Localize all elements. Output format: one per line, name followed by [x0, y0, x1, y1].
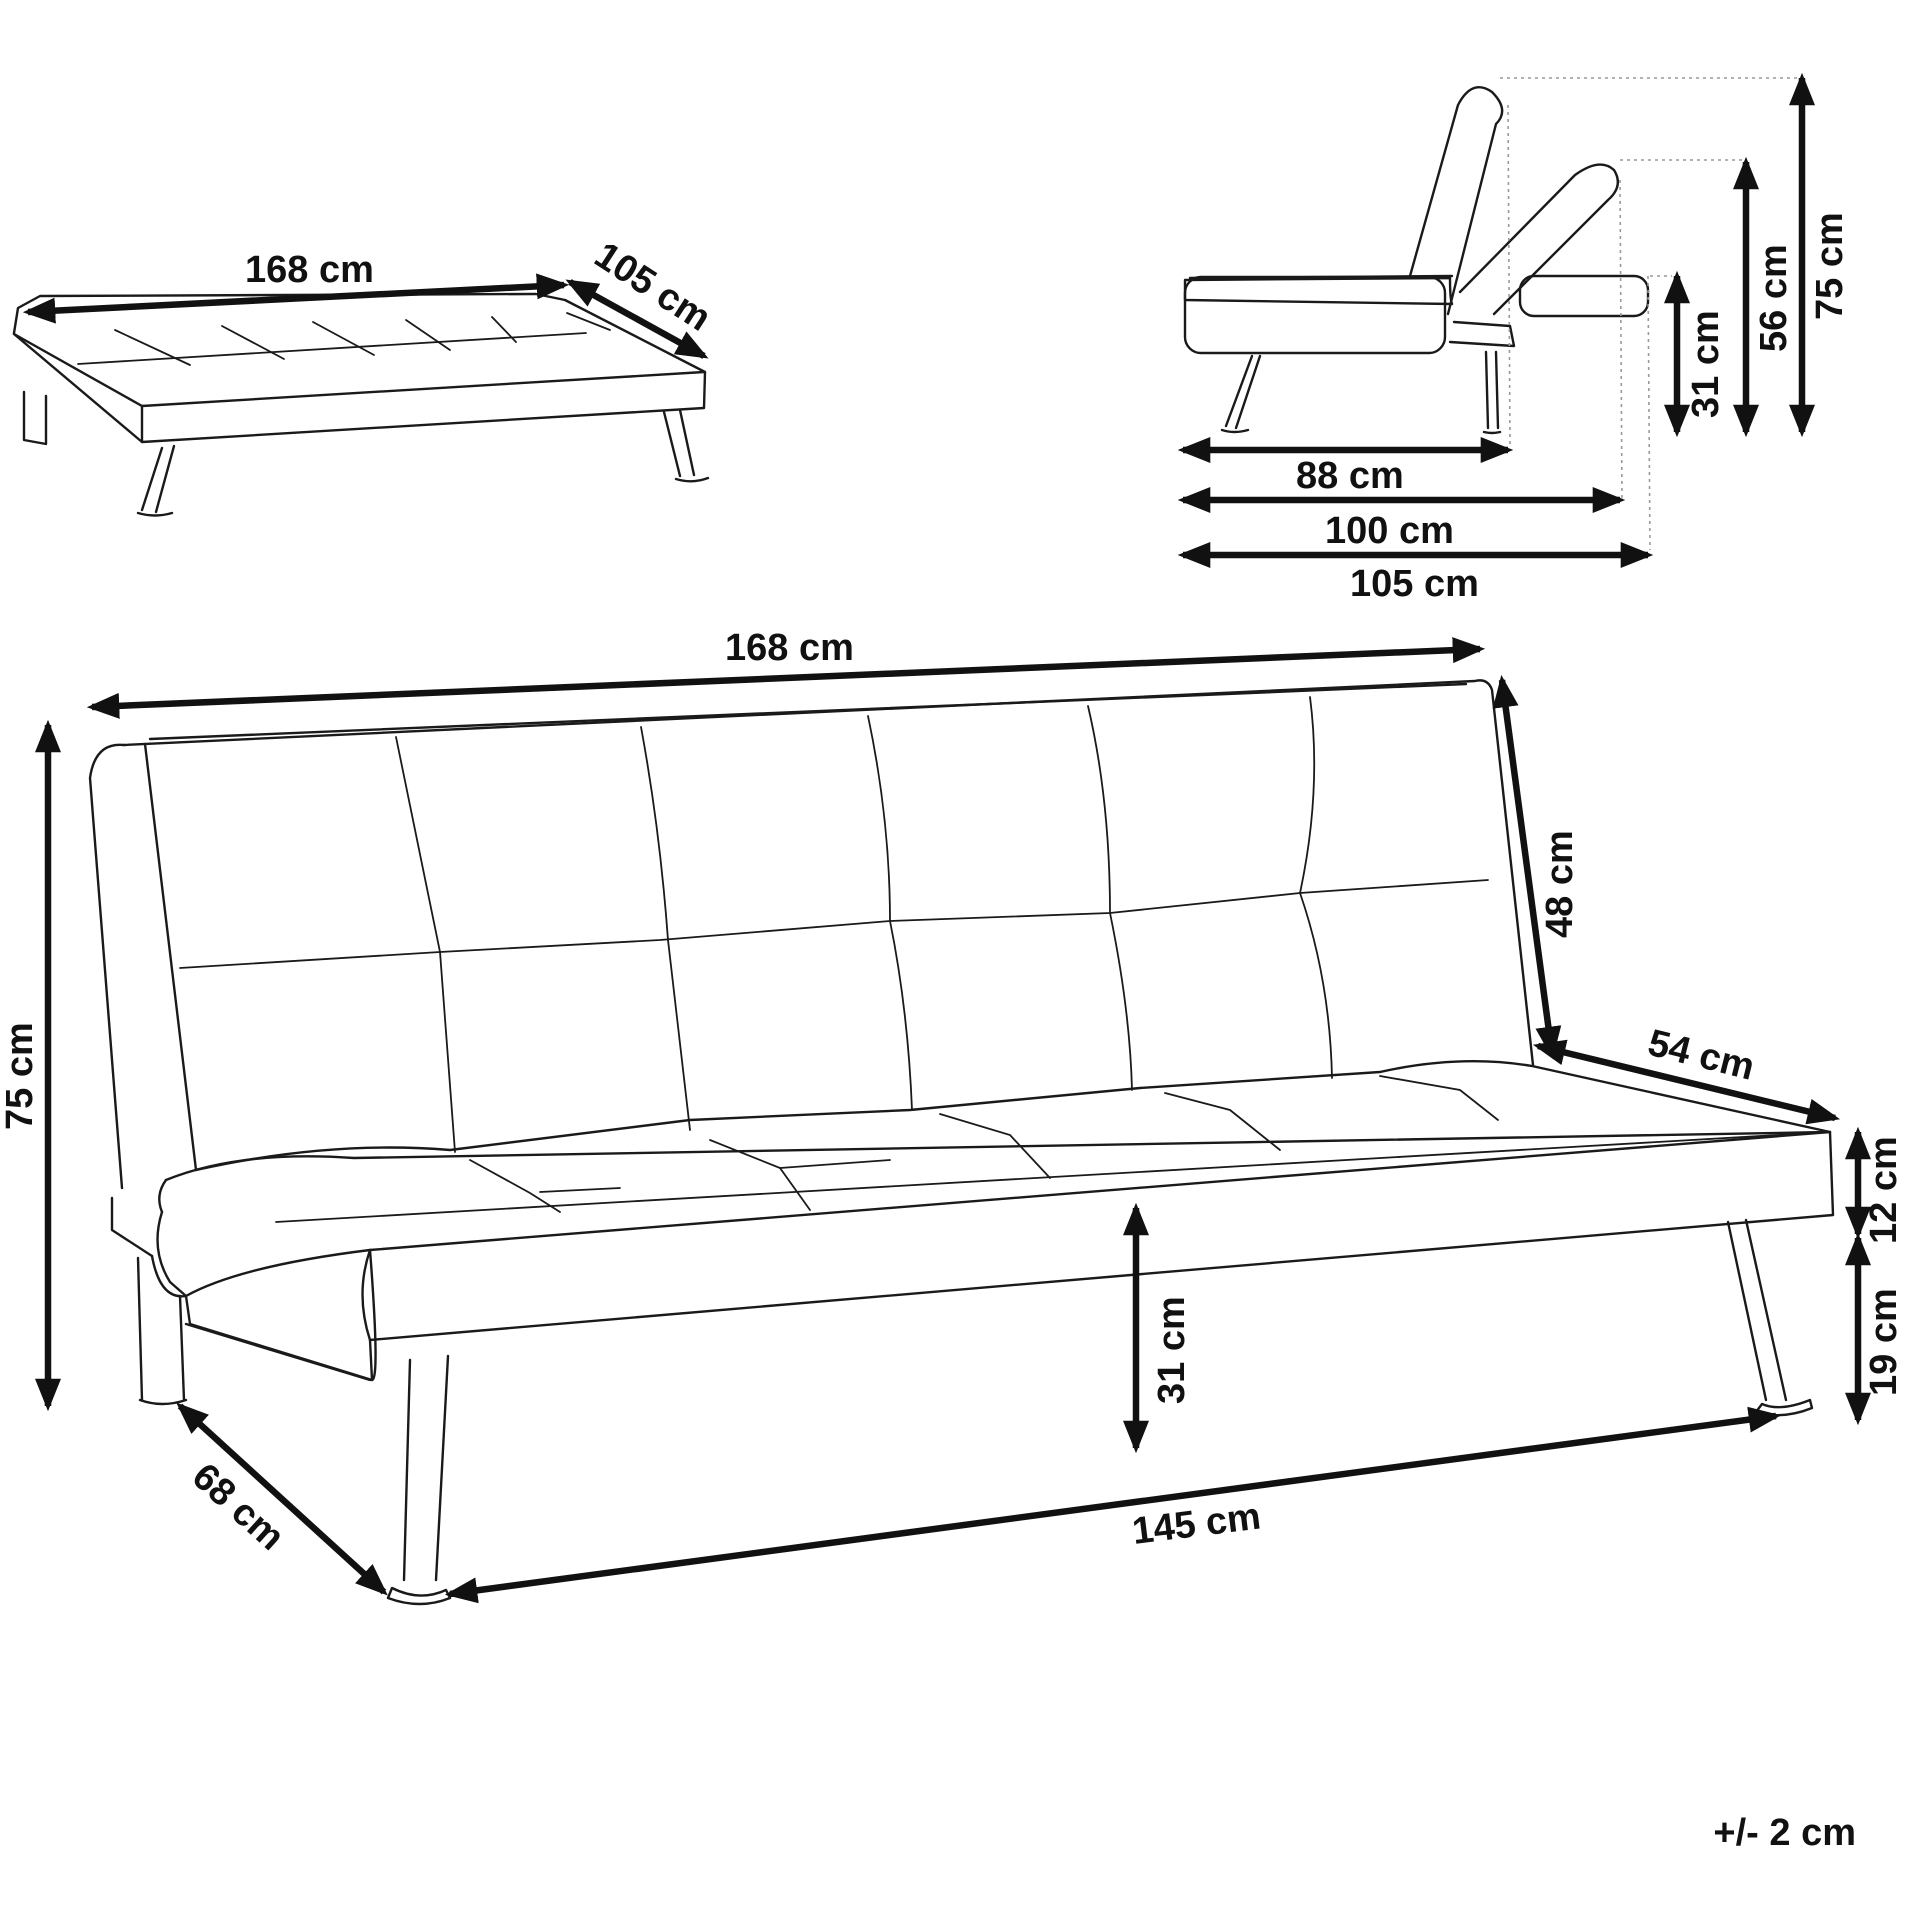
front-seat-height-label: 31 cm [1151, 1296, 1193, 1404]
front-back-height-label: 48 cm [1539, 830, 1581, 938]
front-seat-thickness-label: 12 cm [1863, 1136, 1905, 1244]
side-height-reclined-label: 56 cm [1753, 244, 1795, 352]
front-depth-label: 68 cm [184, 1455, 292, 1558]
side-height-flat-label: 31 cm [1685, 310, 1727, 418]
flat-width-label: 168 cm [245, 249, 374, 291]
sofa-front-view [88, 679, 1835, 1606]
flat-width-dimension [22, 273, 570, 324]
side-depth-reclined-label: 100 cm [1325, 510, 1454, 552]
front-seat-depth-dimension [1532, 1039, 1841, 1125]
side-depth-flat-label: 105 cm [1350, 563, 1479, 605]
front-back-height-dimension [1492, 674, 1562, 1060]
sofa-side-view [1183, 86, 1650, 435]
front-height-label: 75 cm [0, 1022, 41, 1130]
tolerance-note: +/- 2 cm [1713, 1812, 1856, 1854]
side-height-upright-label: 75 cm [1809, 212, 1851, 320]
flat-depth-dimension [565, 279, 709, 359]
front-leg-span-dimension [444, 1406, 1782, 1604]
front-depth-dimension [176, 1402, 388, 1596]
front-width-dimension [86, 637, 1486, 719]
front-leg-span-label: 145 cm [1130, 1496, 1263, 1553]
front-leg-height-label: 19 cm [1863, 1288, 1905, 1396]
side-depth-upright-label: 88 cm [1296, 455, 1404, 497]
sofa-bed-flat-view [12, 292, 710, 517]
front-width-label: 168 cm [725, 627, 854, 669]
